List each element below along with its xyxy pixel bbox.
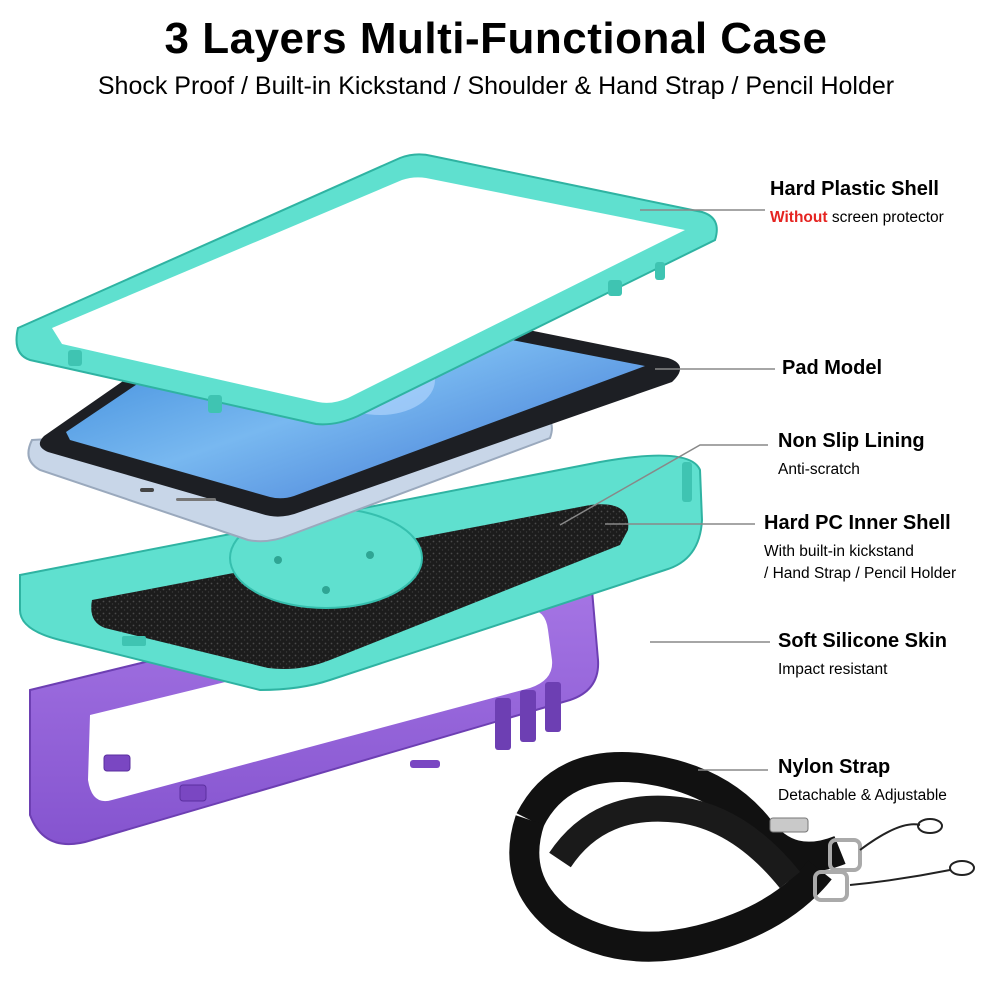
- callout-nylon-strap: Nylon Strap Detachable & Adjustable: [778, 756, 947, 807]
- callout-soft-silicone-skin: Soft Silicone Skin Impact resistant: [778, 630, 947, 681]
- callout-desc: Impact resistant: [778, 661, 888, 678]
- accent-text: Without: [770, 209, 828, 226]
- callout-desc-rest: screen protector: [827, 209, 944, 226]
- callout-desc-line: With built-in kickstand: [764, 543, 914, 560]
- callout-desc: With built-in kickstand / Hand Strap / P…: [764, 541, 956, 585]
- callout-pad-model: Pad Model: [782, 357, 882, 380]
- callout-label: Nylon Strap: [778, 756, 891, 778]
- callout-desc: Without screen protector: [770, 207, 944, 229]
- callout-desc: Detachable & Adjustable: [778, 787, 947, 804]
- leader-lines: [559, 209, 775, 771]
- nylon-strap: [509, 752, 975, 962]
- callout-label: Pad Model: [782, 357, 883, 379]
- callout-label: Hard PC Inner Shell: [764, 512, 951, 534]
- callout-desc: Anti-scratch: [778, 461, 860, 478]
- page-subtitle: Shock Proof / Built-in Kickstand / Shoul…: [97, 72, 895, 100]
- callout-non-slip-lining: Non Slip Lining Anti-scratch: [778, 430, 925, 481]
- callout-hard-pc-inner-shell: Hard PC Inner Shell With built-in kickst…: [764, 512, 956, 585]
- page-title: 3 Layers Multi-Functional Case: [164, 14, 828, 63]
- callout-hard-plastic-shell: Hard Plastic Shell Without screen protec…: [770, 178, 944, 229]
- callout-label: Non Slip Lining: [778, 430, 925, 452]
- callout-desc-line: / Hand Strap / Pencil Holder: [764, 565, 957, 582]
- callout-label: Hard Plastic Shell: [770, 178, 939, 200]
- callout-label: Soft Silicone Skin: [778, 630, 947, 652]
- hard-plastic-shell: [15, 153, 718, 426]
